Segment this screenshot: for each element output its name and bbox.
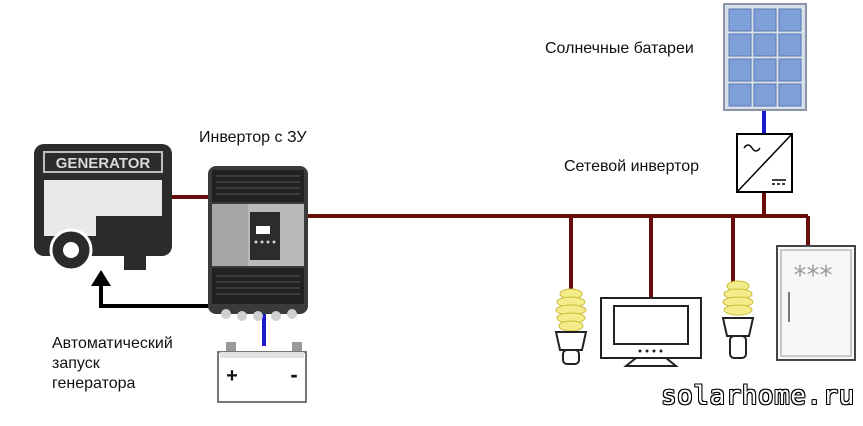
fridge-stars: *** xyxy=(794,261,833,291)
auto-start-line-3: генератора xyxy=(52,375,136,392)
generator-icon: GENERATOR xyxy=(34,144,172,272)
battery-icon: + - xyxy=(217,342,307,403)
solar-panel-icon xyxy=(723,3,807,111)
auto-start-line-2: запуск xyxy=(52,355,100,372)
solar-panels-label: Солнечные батареи xyxy=(545,40,694,57)
auto-start-control-line xyxy=(99,284,212,308)
watermark: solarhome.ru xyxy=(661,381,855,411)
grid-inverter-icon xyxy=(736,133,793,193)
grid-inverter-label: Сетевой инвертор xyxy=(564,158,700,175)
inverter-charger-label: Инвертор с ЗУ xyxy=(199,129,307,146)
inverter-charger-icon xyxy=(208,166,308,321)
battery-plus-label: + xyxy=(226,365,238,387)
auto-start-label: Автоматический запуск генератора xyxy=(52,334,173,394)
auto-start-line-1: Автоматический xyxy=(52,335,173,352)
dc-wiring xyxy=(262,110,766,346)
tv-icon xyxy=(600,297,702,367)
auto-start-arrow-icon xyxy=(91,270,111,286)
cfl-lamp-icon-1 xyxy=(554,288,588,365)
generator-label: GENERATOR xyxy=(56,155,151,172)
battery-minus-label: - xyxy=(290,362,297,387)
ac-wiring xyxy=(170,192,810,298)
cfl-lamp-icon-2 xyxy=(721,280,755,359)
fridge-icon: *** xyxy=(776,245,856,361)
